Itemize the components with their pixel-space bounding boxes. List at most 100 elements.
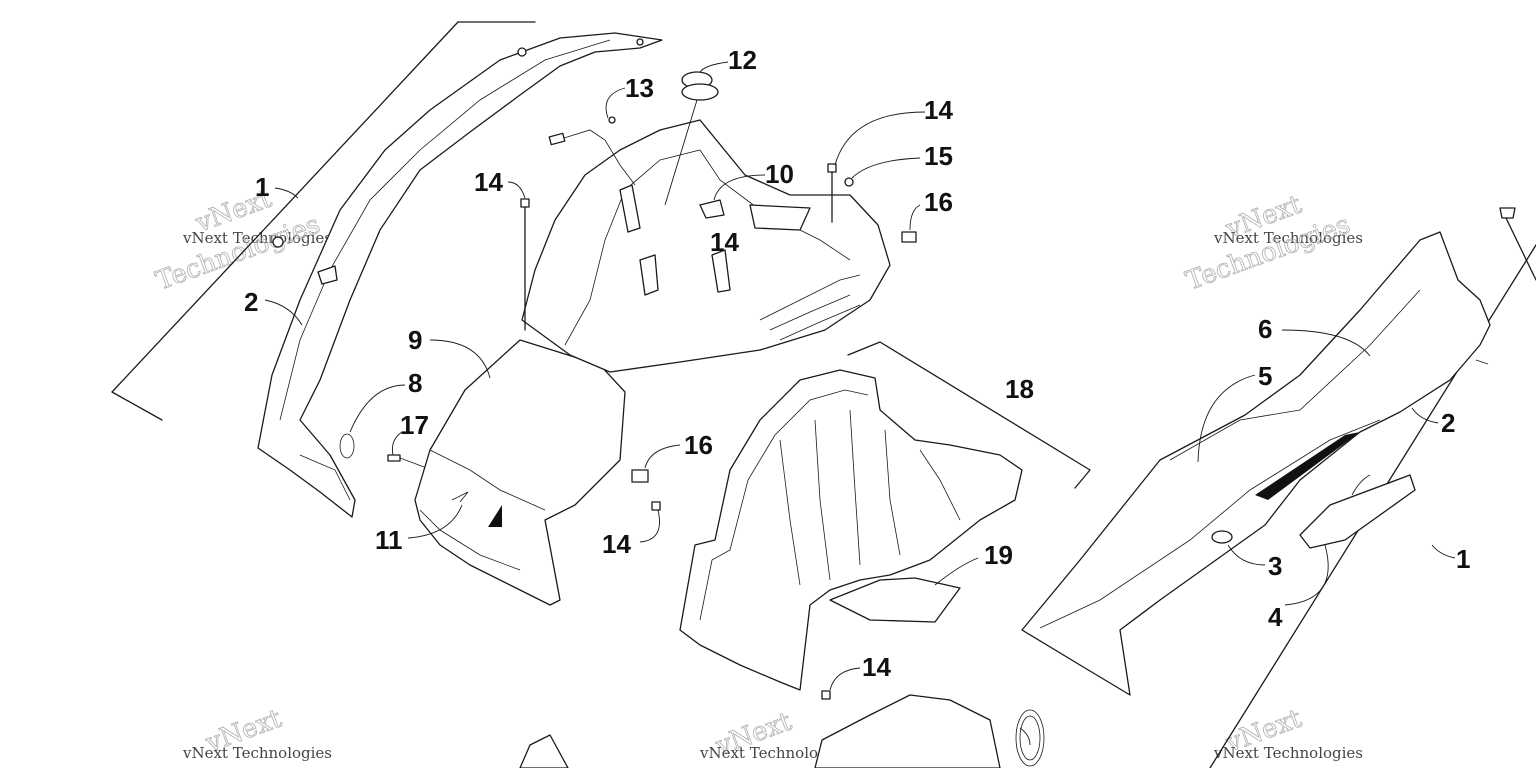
fasteners [520,163,917,700]
callout-5: 5 [1258,361,1272,391]
callout-16: 16 [684,430,713,460]
leader-line [909,204,921,231]
leader-line [349,384,406,433]
callout-14: 14 [602,529,631,559]
callout-17: 17 [400,410,429,440]
leader-line [429,339,491,379]
bracket-shape [749,204,811,231]
fastener-icon [272,236,284,248]
upper-fairing [521,119,891,373]
pad-19-shape [829,577,961,623]
watermark-4: vNext vNext Technologies [182,703,332,762]
watermark-text: vNext Technologies [182,744,332,762]
tray-rib [779,439,801,586]
bracket-left [111,21,459,421]
connector-icon [608,116,616,124]
leader-line [264,299,303,326]
right-side-panel [1021,207,1536,696]
bracket-18 [847,341,1091,489]
callout-1: 1 [255,172,269,202]
clip-16-icon [631,469,649,483]
seal-ring-icon [339,433,355,459]
hood-contour [419,509,521,571]
storage-tray-18 [679,369,1023,691]
screw-icon [387,454,401,462]
leader-line [1411,407,1439,424]
hose-clamp-icon [1015,709,1045,767]
bracket-shape [639,254,659,296]
front-hood [414,339,626,606]
callout-19: 19 [984,540,1013,570]
tray-rib [884,429,901,556]
side-panel-shape [257,32,663,518]
watermark-text: vNext Technologies [699,744,849,762]
bolt-14c [827,163,837,223]
callout-2: 2 [244,287,258,317]
tray-shape [679,369,1023,691]
rivet-15-icon [844,177,854,187]
callout-1: 1 [1456,544,1470,574]
callout-6: 6 [1258,314,1272,344]
callout-10: 10 [765,159,794,189]
hood-contour [429,449,546,511]
watermark-text: vNext Technologies [1213,229,1363,247]
leader-line [639,509,660,543]
watermark-3: vNext vNext Technologies Technologies [1182,189,1363,297]
tray-rib [814,419,831,581]
panel-contour [1169,289,1421,461]
callout-11: 11 [375,525,403,555]
leader-line [391,431,403,456]
clip-16-icon [901,231,917,243]
callout-4: 4 [1268,602,1283,632]
watermark-text: vNext Technologies [1213,744,1363,762]
leader-line [274,187,299,199]
leader-line [1281,329,1371,357]
callout-8: 8 [408,368,422,398]
leader-line [1197,374,1256,463]
leader-lines [264,61,1456,746]
bolt-head-icon [651,501,661,511]
fastener-icon [517,47,527,57]
wire-line [563,129,636,186]
leader-line [507,181,526,199]
left-side-panel [257,32,663,518]
leader-line [1284,544,1329,606]
callout-14: 14 [710,227,739,257]
partial-bracket-shape [519,734,569,768]
leader-line [664,99,698,206]
leader-line [1351,474,1371,496]
cap-12 [681,71,719,101]
callout-14: 14 [474,167,503,197]
fairing-shape [521,119,891,373]
leader-line [713,174,766,201]
decal-4-shape [1299,474,1416,549]
callout-9: 9 [408,325,422,355]
partial-airbox-shape [814,694,1001,768]
vent-line [759,274,861,321]
panel-contour [299,454,351,501]
leader-line [851,157,921,179]
callout-labels: 1 2 8 17 11 9 14 13 12 10 14 14 15 16 16… [244,45,1470,682]
bracket-shape [619,184,641,233]
pad-10-shape [699,199,725,219]
leader-line [834,111,926,166]
callout-15: 15 [924,141,953,171]
callout-13: 13 [625,73,654,103]
leader-line [1431,544,1456,559]
leader-line [1019,727,1031,746]
right-panel-shape [1021,231,1491,696]
leader-line [407,504,463,539]
panel-contour [1039,419,1381,629]
stripe-decal-shape [1255,432,1360,500]
callout-14: 14 [862,652,891,682]
callout-14: 14 [924,95,953,125]
tray-rib [849,409,861,566]
leader-line [644,444,681,469]
tray-rib [919,449,961,521]
tray-rim [699,389,869,621]
bolt-head-icon [827,163,837,173]
watermark-text: vNext Technologies [182,229,332,247]
callout-3: 3 [1268,551,1282,581]
bolt-head-icon [1499,207,1516,219]
